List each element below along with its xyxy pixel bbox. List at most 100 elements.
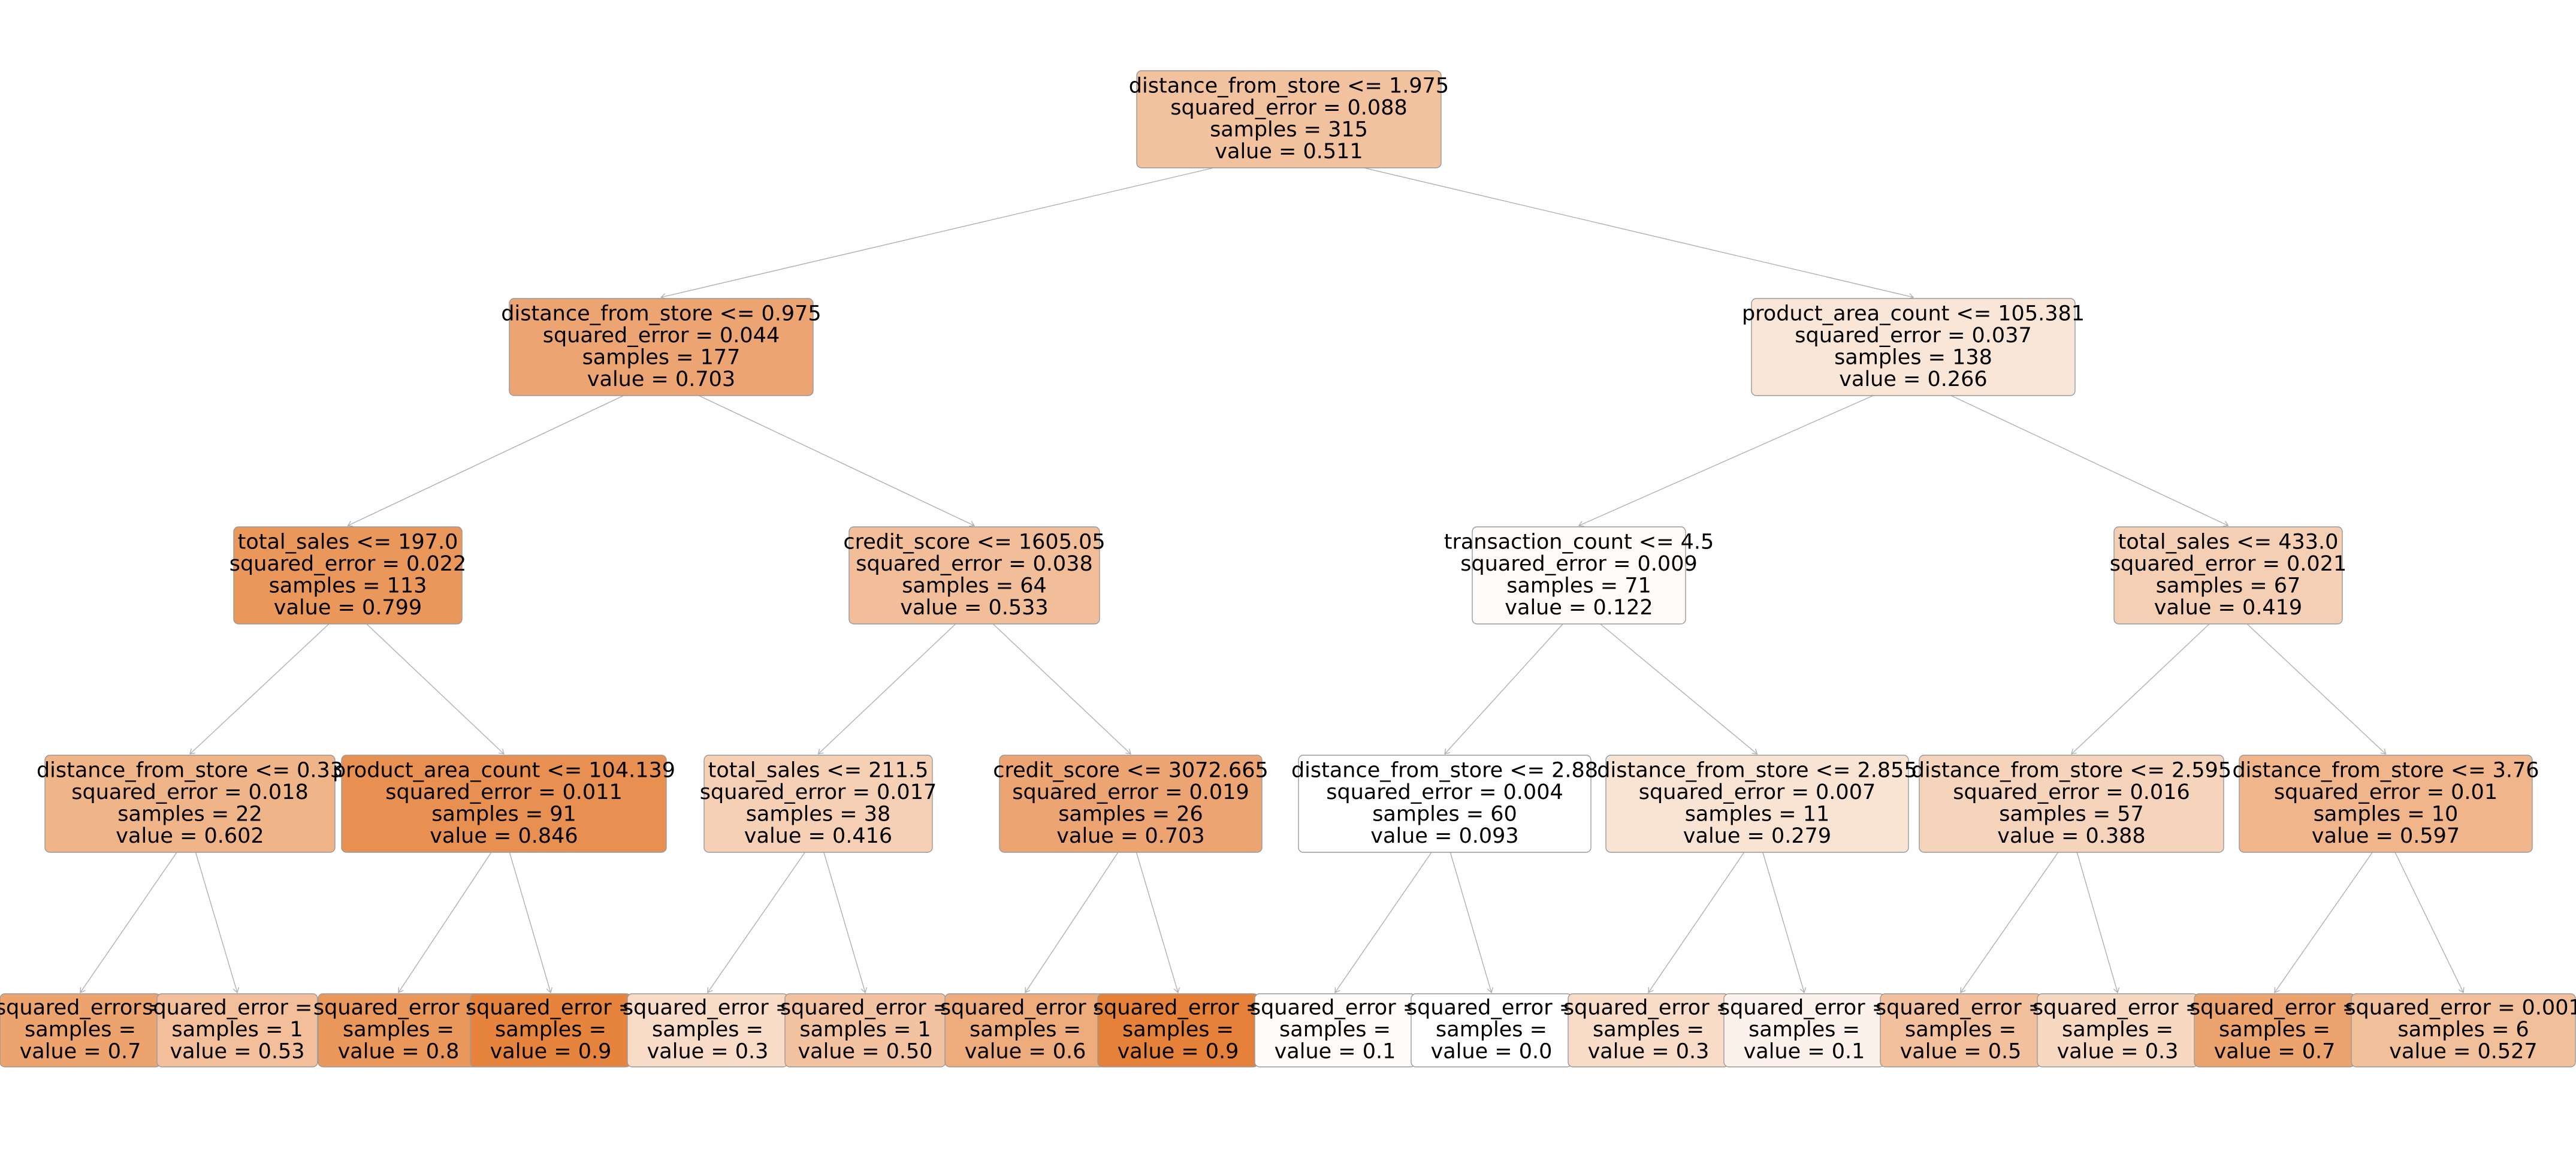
tree-node-n19: squared_error =samples =value = 0.3	[623, 993, 793, 1067]
tree-node-line: samples = 38	[746, 802, 891, 826]
tree-node-line: value = 0.846	[430, 824, 578, 848]
tree-node-line: squared_error =	[2190, 996, 2360, 1020]
tree-node-box	[44, 755, 336, 853]
tree-node-line: squared_error =	[780, 996, 950, 1020]
tree-node-line: value = 0.53	[170, 1040, 304, 1064]
tree-node-box	[999, 755, 1263, 853]
tree-node-n1: distance_from_store <= 0.975squared_erro…	[501, 298, 822, 396]
tree-node-line: squared_error =	[623, 996, 793, 1020]
tree-node-line: squared_error =	[1406, 996, 1577, 1020]
tree-node-line: distance_from_store <= 1.975	[1129, 74, 1449, 98]
tree-node-line: samples = 113	[269, 574, 427, 598]
tree-node-line: samples =	[495, 1018, 606, 1042]
tree-node-n13: distance_from_store <= 2.595squared_erro…	[1911, 755, 2231, 853]
tree-node-line: squared_error = 0.038	[856, 552, 1092, 576]
tree-node-line: distance_from_store <= 0.33	[37, 758, 343, 782]
tree-node-line: squared_error =	[313, 996, 484, 1020]
tree-node-line: squared_error = 0.088	[1170, 96, 1407, 120]
tree-edge-n2-n6	[1950, 395, 2228, 526]
tree-edge-n3-n7	[190, 623, 330, 754]
tree-node-n17: squared_error =samples =value = 0.8	[313, 993, 484, 1067]
tree-node-line: total_sales <= 433.0	[2118, 530, 2339, 554]
tree-node-line: transaction_count <= 4.5	[1444, 530, 1714, 554]
tree-node-box	[1751, 298, 2076, 396]
tree-edge-n3-n8	[366, 623, 504, 754]
tree-node-line: product_area_count <= 104.139	[333, 758, 675, 782]
tree-edge-n13-n28	[2076, 852, 2118, 993]
tree-node-line: squared_error = 0.018	[71, 780, 308, 804]
tree-node-box	[1298, 755, 1591, 853]
tree-node-box	[1472, 526, 1686, 625]
tree-node-line: squared_error = 0.019	[1012, 780, 1249, 804]
tree-node-line: value = 0.799	[274, 596, 422, 620]
tree-node-box	[2113, 526, 2343, 625]
tree-node-line: value = 0.602	[116, 824, 264, 848]
tree-node-line: samples = 57	[1999, 802, 2144, 826]
tree-node-line: value = 0.0	[1431, 1040, 1553, 1064]
tree-node-line: samples = 91	[431, 802, 576, 826]
tree-node-line: value = 0.1	[1744, 1040, 1865, 1064]
tree-node-n15: squared_error =samples =value = 0.7	[0, 993, 165, 1067]
tree-edge-n1-n4	[698, 395, 974, 526]
tree-node-line: samples =	[970, 1018, 1081, 1042]
tree-node-n0: distance_from_store <= 1.975squared_erro…	[1129, 70, 1449, 168]
tree-node-n12: distance_from_store <= 2.855squared_erro…	[1597, 755, 1917, 853]
tree-node-n7: distance_from_store <= 0.33squared_error…	[37, 755, 343, 853]
tree-edge-n4-n10	[992, 623, 1131, 754]
tree-node-line: squared_error = 0.01	[2274, 780, 2498, 804]
tree-node-line: squared_error = 0.009	[1460, 552, 1697, 576]
tree-node-line: credit_score <= 1605.05	[843, 530, 1105, 554]
tree-node-line: samples =	[1436, 1018, 1547, 1042]
tree-node-line: squared_error =	[940, 996, 1110, 1020]
tree-node-line: value = 0.1	[1275, 1040, 1396, 1064]
tree-node-n14: distance_from_store <= 3.76squared_error…	[2232, 755, 2539, 853]
tree-node-box	[1605, 755, 1909, 853]
tree-edge-n2-n5	[1579, 395, 1874, 526]
tree-node-line: value = 0.50	[798, 1040, 932, 1064]
tree-node-line: squared_error = 0.011	[385, 780, 622, 804]
tree-node-line: squared_error = 0.044	[543, 324, 780, 348]
tree-edge-n7-n15	[80, 852, 177, 993]
tree-node-line: squared_error =	[1093, 996, 1263, 1020]
tree-edge-n7-n16	[195, 852, 237, 993]
tree-node-line: distance_from_store <= 3.76	[2232, 758, 2539, 782]
tree-edge-n14-n30	[2394, 852, 2463, 993]
tree-node-n25: squared_error =samples =value = 0.3	[1563, 993, 1734, 1067]
tree-node-line: value = 0.5	[1900, 1040, 2022, 1064]
tree-edge-n0-n1	[662, 167, 1214, 297]
tree-node-line: samples = 177	[582, 345, 741, 369]
tree-node-box	[2351, 993, 2576, 1067]
tree-node-box	[1136, 70, 1442, 168]
tree-edge-n14-n29	[2275, 852, 2373, 993]
tree-node-line: value = 0.9	[1118, 1040, 1239, 1064]
tree-node-box	[703, 755, 933, 853]
tree-edge-n11-n24	[1449, 852, 1491, 993]
tree-node-line: value = 0.7	[2214, 1040, 2336, 1064]
tree-node-line: samples = 67	[2156, 574, 2301, 598]
tree-node-n22: squared_error =samples =value = 0.9	[1093, 993, 1263, 1067]
tree-node-line: samples = 64	[902, 574, 1047, 598]
tree-node-line: value = 0.3	[647, 1040, 769, 1064]
tree-node-line: value = 0.416	[744, 824, 892, 848]
tree-node-box	[509, 298, 814, 396]
tree-node-line: value = 0.3	[1588, 1040, 1710, 1064]
tree-node-n29: squared_error =samples =value = 0.7	[2190, 993, 2360, 1067]
tree-node-line: squared_error =	[1250, 996, 1420, 1020]
tree-node-line: squared_error =	[466, 996, 636, 1020]
tree-node-n28: squared_error =samples =value = 0.3	[2033, 993, 2203, 1067]
tree-node-line: value = 0.9	[490, 1040, 612, 1064]
tree-node-line: samples = 138	[1834, 345, 1992, 369]
tree-node-n2: product_area_count <= 105.381squared_err…	[1742, 298, 2085, 396]
tree-node-line: squared_error = 0.021	[2110, 552, 2347, 576]
tree-edge-n10-n22	[1136, 852, 1178, 993]
tree-node-line: total_sales <= 211.5	[708, 758, 929, 782]
tree-node-n18: squared_error =samples =value = 0.9	[466, 993, 636, 1067]
tree-node-line: distance_from_store <= 0.975	[501, 301, 821, 325]
tree-node-line: squared_error = 1	[142, 996, 333, 1020]
